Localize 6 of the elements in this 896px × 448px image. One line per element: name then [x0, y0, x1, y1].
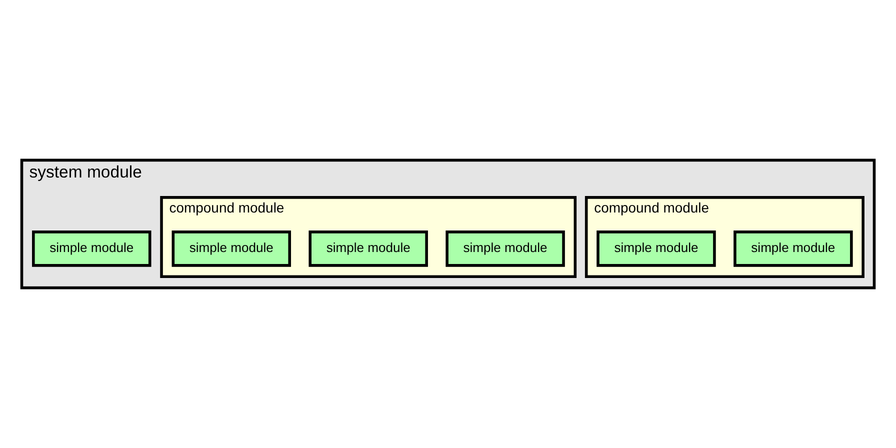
node-box: simple module: [172, 230, 292, 267]
node-box: simple module: [596, 230, 716, 267]
node-box: simple module: [308, 230, 428, 267]
node-box: simple module: [734, 230, 853, 267]
node-box: simple module: [446, 230, 565, 267]
node-box: simple module: [32, 230, 152, 267]
